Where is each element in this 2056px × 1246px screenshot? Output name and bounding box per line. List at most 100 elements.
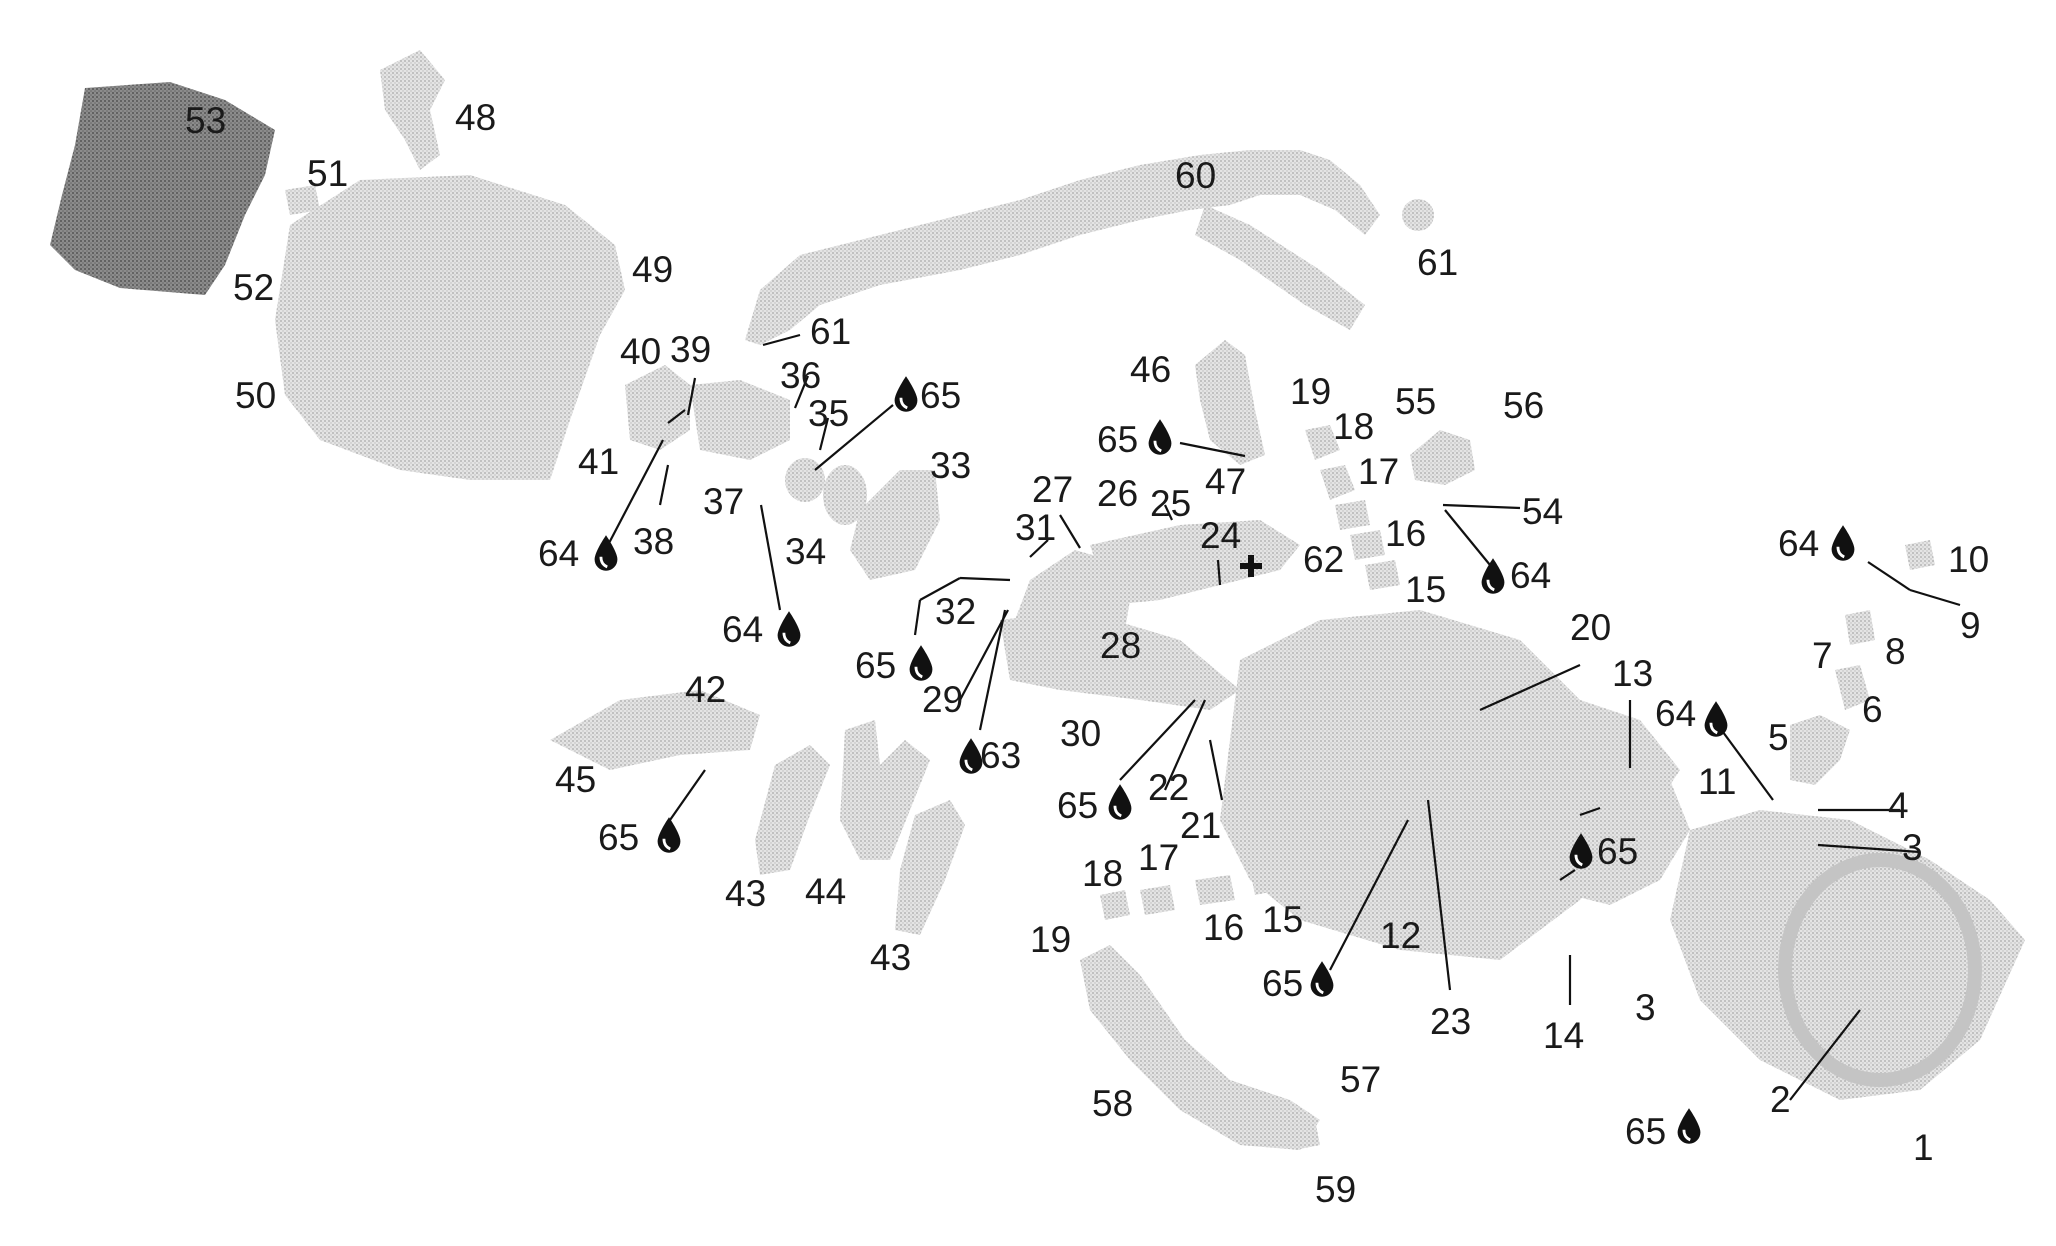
callout-53: 53 — [185, 100, 226, 141]
callout-65: 65 — [1057, 785, 1098, 826]
callout-10: 10 — [1948, 539, 1989, 580]
callout-43: 43 — [870, 937, 911, 978]
callout-22: 22 — [1148, 767, 1189, 808]
part-15-lower — [1250, 865, 1280, 895]
callout-61: 61 — [1417, 242, 1458, 283]
callout-52: 52 — [233, 267, 274, 308]
callout-37: 37 — [703, 481, 744, 522]
callout-64: 64 — [722, 609, 763, 650]
part-18-lower — [1100, 890, 1130, 920]
callout-56: 56 — [1503, 385, 1544, 426]
part-16-lower — [1195, 875, 1235, 905]
part-60-hose — [745, 150, 1380, 345]
callout-23: 23 — [1430, 1001, 1471, 1042]
part-35-seal — [785, 458, 825, 502]
part-46-tube — [1195, 340, 1265, 465]
callout-18: 18 — [1082, 853, 1123, 894]
callout-17: 17 — [1138, 837, 1179, 878]
callout-59: 59 — [1315, 1169, 1356, 1210]
part-18-ring — [1320, 465, 1355, 500]
part-59-clip — [1290, 1120, 1320, 1150]
callout-34: 34 — [785, 531, 826, 572]
callout-35: 35 — [808, 393, 849, 434]
callout-65: 65 — [855, 645, 896, 686]
callout-38: 38 — [633, 521, 674, 562]
part-44-hose — [840, 720, 930, 860]
callout-13: 13 — [1612, 653, 1653, 694]
part-7-pin — [1845, 610, 1875, 645]
callout-40: 40 — [620, 331, 661, 372]
callout-5: 5 — [1768, 717, 1789, 758]
part-42-bracket — [550, 690, 760, 770]
part-29-plate — [1000, 610, 1240, 710]
callout-57: 57 — [1340, 1059, 1381, 1100]
callout-46: 46 — [1130, 349, 1171, 390]
oil-drop-icon — [1703, 700, 1729, 738]
callout-24: 24 — [1200, 515, 1241, 556]
part-17-spacer — [1335, 500, 1370, 530]
callout-19: 19 — [1030, 919, 1071, 960]
callout-20: 20 — [1570, 607, 1611, 648]
part-33-flange — [850, 470, 940, 580]
part-19-ring — [1305, 425, 1340, 460]
oil-drop-icon — [1147, 418, 1173, 456]
callout-25: 25 — [1150, 483, 1191, 524]
callout-4: 4 — [1888, 785, 1909, 826]
callout-16: 16 — [1203, 907, 1244, 948]
callout-47: 47 — [1205, 461, 1246, 502]
callout-62: 62 — [1303, 539, 1344, 580]
callout-2: 2 — [1770, 1079, 1791, 1120]
callout-51: 51 — [307, 153, 348, 194]
callout-21: 21 — [1180, 805, 1221, 846]
callout-3: 3 — [1635, 987, 1656, 1028]
part-28-manifold — [1090, 520, 1300, 605]
part-43-arm-left — [755, 745, 830, 875]
oil-drop-icon — [656, 816, 682, 854]
part-55-bracket — [1410, 430, 1475, 485]
callout-65: 65 — [920, 375, 961, 416]
plus-marker-icon — [1240, 555, 1262, 577]
part-1-ring — [1778, 853, 1982, 1087]
callout-65: 65 — [1625, 1111, 1666, 1152]
callout-27: 27 — [1032, 469, 1073, 510]
callout-45: 45 — [555, 759, 596, 800]
part-48-mount — [380, 50, 445, 170]
callout-8: 8 — [1885, 631, 1906, 672]
part-51-bolt — [285, 185, 320, 215]
callout-7: 7 — [1812, 635, 1833, 676]
callout-65: 65 — [1597, 831, 1638, 872]
callout-3: 3 — [1902, 827, 1923, 868]
part-10-knob — [1905, 540, 1935, 570]
callout-30: 30 — [1060, 713, 1101, 754]
oil-drop-icon — [1309, 960, 1335, 998]
oil-drop-icon — [1676, 1107, 1702, 1145]
callout-42: 42 — [685, 669, 726, 710]
callout-43: 43 — [725, 873, 766, 914]
part-16-washer — [1350, 530, 1385, 560]
callout-26: 26 — [1097, 473, 1138, 514]
callout-17: 17 — [1358, 451, 1399, 492]
oil-drop-icon — [1107, 783, 1133, 821]
callout-41: 41 — [578, 441, 619, 482]
callout-64: 64 — [1510, 555, 1551, 596]
callout-64: 64 — [1655, 693, 1696, 734]
parts-layer — [50, 50, 2025, 1150]
oil-drop-icon — [1830, 524, 1856, 562]
callout-32: 32 — [935, 591, 976, 632]
callout-48: 48 — [455, 97, 496, 138]
callout-44: 44 — [805, 871, 846, 912]
callout-9: 9 — [1960, 605, 1981, 646]
part-15-nut — [1365, 560, 1400, 590]
callout-60: 60 — [1175, 155, 1216, 196]
callout-28: 28 — [1100, 625, 1141, 666]
callout-15: 15 — [1405, 569, 1446, 610]
callout-65: 65 — [1262, 963, 1303, 1004]
callout-16: 16 — [1385, 513, 1426, 554]
callout-39: 39 — [670, 329, 711, 370]
oil-drop-icon — [908, 644, 934, 682]
callout-18: 18 — [1333, 406, 1374, 447]
part-5-cap — [1790, 715, 1850, 785]
part-61-clamp — [1402, 199, 1434, 231]
callout-31: 31 — [1015, 507, 1056, 548]
